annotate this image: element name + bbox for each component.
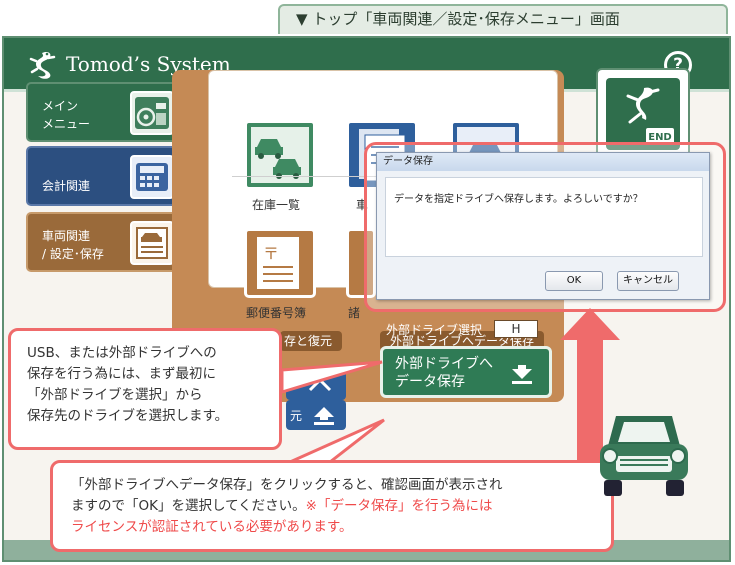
bubble2-line2: ますので「OK」を選択してください。※「データ保存」を行う為には bbox=[71, 496, 593, 517]
svg-text:〒: 〒 bbox=[263, 244, 279, 263]
instruction-bubble-save: 「外部ドライブへデータ保存」をクリックすると、確認画面が表示され ますので「OK… bbox=[50, 460, 614, 552]
save-button-line1: 外部ドライブへ bbox=[395, 356, 493, 372]
tile-postal-book[interactable]: 〒 bbox=[244, 228, 316, 298]
sidebar-item-label: 車両関連 bbox=[42, 229, 91, 243]
bubble1-line: 「外部ドライブを選択」から bbox=[27, 387, 203, 403]
tile-misc[interactable] bbox=[346, 228, 376, 298]
bubble1-line: 保存先のドライブを選択します。 bbox=[27, 408, 229, 424]
bubble2-line3-warning: ライセンスが認証されている必要があります。 bbox=[71, 519, 353, 535]
drive-select-label: 外部ドライブ選択 bbox=[386, 323, 483, 337]
bubble2-pointer bbox=[289, 418, 385, 464]
sidebar-item-label: 会計関連 bbox=[42, 179, 91, 193]
tile-stock-list[interactable] bbox=[244, 120, 316, 190]
bubble1-line: 保存を行う為には、まず最初に bbox=[27, 366, 216, 382]
caption-label: トップ「車両関連／設定･保存メニュー」画面 bbox=[312, 10, 620, 28]
up-pointer-arrow-icon bbox=[560, 308, 620, 462]
bubble2-line1: 「外部ドライブへデータ保存」をクリックすると、確認画面が表示され bbox=[71, 477, 503, 493]
download-arrow-icon bbox=[511, 363, 533, 385]
instruction-bubble-select-drive: USB、または外部ドライブへの 保存を行う為には、まず最初に 「外部ドライブを選… bbox=[8, 328, 282, 450]
upload-arrow-icon bbox=[312, 404, 336, 426]
external-drive-save-button[interactable]: 外部ドライブへ データ保存 bbox=[380, 346, 552, 398]
save-button-line2: データ保存 bbox=[395, 374, 465, 390]
dialog-title: データ保存 bbox=[377, 153, 709, 171]
sidebar-item-label: / 設定･保存 bbox=[42, 247, 104, 261]
dialog-ok-button[interactable]: OK bbox=[545, 271, 603, 291]
dialog-message: データを指定ドライブへ保存します。よろしいですか？ bbox=[385, 177, 703, 257]
bubble2-warning: ※「データ保存」を行う為には bbox=[305, 498, 493, 514]
mini-car-illustration-icon bbox=[594, 406, 694, 502]
restore-button[interactable]: 元 bbox=[286, 400, 346, 430]
bubble1-pointer bbox=[280, 360, 383, 395]
sidebar-item-vehicle-settings[interactable]: 車両関連 / 設定･保存 bbox=[26, 212, 198, 272]
caption-marker: ▼ bbox=[296, 10, 308, 28]
tile-label: 諸 bbox=[348, 306, 361, 320]
bubble1-line: USB、または外部ドライブへの bbox=[27, 345, 217, 361]
sidebar-item-label: メニュー bbox=[42, 117, 91, 131]
bubble2-plain: ますので「OK」を選択してください。 bbox=[71, 498, 306, 514]
tile-label: 在庫一覧 bbox=[252, 198, 301, 212]
cars-stock-icon bbox=[247, 123, 313, 187]
save-confirm-dialog: データ保存 データを指定ドライブへ保存します。よろしいですか？ OK キャンセル bbox=[376, 152, 710, 300]
screen-caption-tab: ▼ トップ「車両関連／設定･保存メニュー」画面 bbox=[278, 4, 728, 34]
restore-button-label: 元 bbox=[290, 409, 303, 423]
sidebar-item-label: メイン bbox=[42, 99, 79, 113]
sidebar-item-accounting[interactable]: 会計関連 bbox=[26, 146, 186, 206]
gecko-logo-icon bbox=[28, 49, 58, 81]
dialog-cancel-button[interactable]: キャンセル bbox=[617, 271, 679, 291]
postal-book-icon: 〒 bbox=[247, 231, 313, 295]
drive-select-input[interactable]: H bbox=[494, 320, 538, 338]
section-label-backup-restore: 存と復元 bbox=[280, 331, 343, 351]
end-button-label: END bbox=[648, 132, 672, 143]
tile-label: 郵便番号簿 bbox=[246, 306, 307, 320]
end-exit-icon: END bbox=[606, 78, 680, 150]
